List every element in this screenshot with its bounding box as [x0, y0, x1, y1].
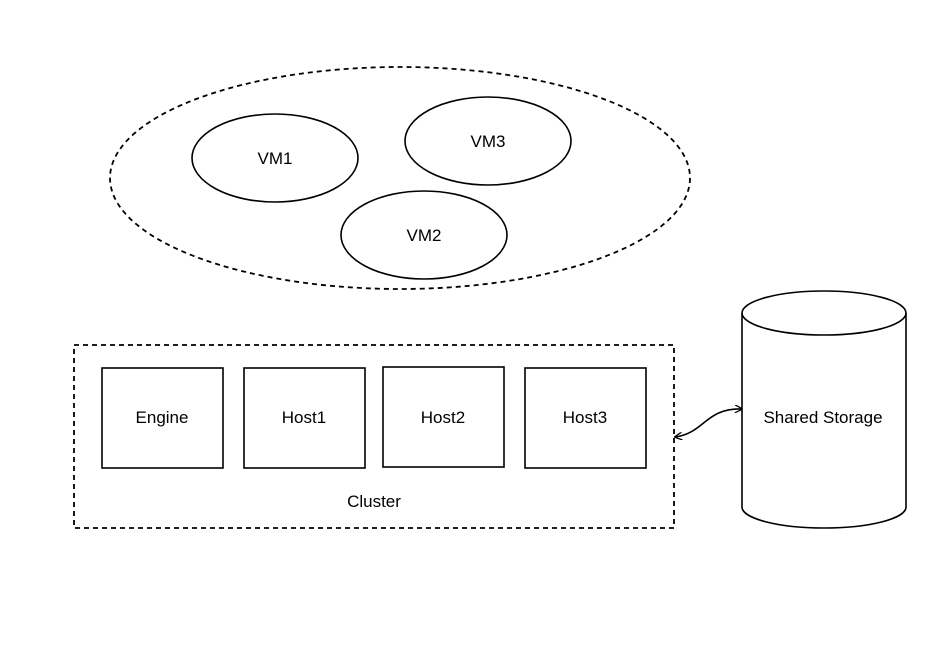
vm1-shape: [191, 113, 359, 203]
host2-label: Host2: [421, 408, 465, 427]
cluster-label: Cluster: [347, 492, 401, 511]
host1-box: [243, 367, 366, 469]
vm2-label: VM2: [407, 226, 442, 245]
host3-box: [524, 367, 647, 469]
vm2-shape: [340, 190, 508, 280]
engine-box: [101, 367, 224, 469]
vm-node-vm3[interactable]: VM3: [404, 96, 572, 186]
cluster-node-host2[interactable]: Host2: [382, 366, 505, 468]
cluster-boundary: [73, 344, 675, 529]
vm-pool: VM1 VM3 VM2: [109, 66, 691, 290]
storage-label: Shared Storage: [763, 408, 882, 427]
storage-cylinder-top: [741, 290, 907, 336]
cluster: Engine Host1 Host2 Host3 Cluster: [73, 344, 675, 529]
cluster-storage-connector: [675, 409, 742, 437]
vm-node-vm1[interactable]: VM1: [191, 113, 359, 203]
storage-cylinder-body: [741, 313, 907, 529]
cluster-node-host1[interactable]: Host1: [243, 367, 366, 469]
vm-pool-boundary: [109, 66, 691, 290]
vm3-label: VM3: [471, 132, 506, 151]
host3-label: Host3: [563, 408, 607, 427]
host1-label: Host1: [282, 408, 326, 427]
vm-node-vm2[interactable]: VM2: [340, 190, 508, 280]
host2-box: [382, 366, 505, 468]
engine-label: Engine: [136, 408, 189, 427]
vm3-shape: [404, 96, 572, 186]
shared-storage[interactable]: Shared Storage: [741, 290, 907, 529]
cluster-node-host3[interactable]: Host3: [524, 367, 647, 469]
cluster-node-engine[interactable]: Engine: [101, 367, 224, 469]
vm1-label: VM1: [258, 149, 293, 168]
